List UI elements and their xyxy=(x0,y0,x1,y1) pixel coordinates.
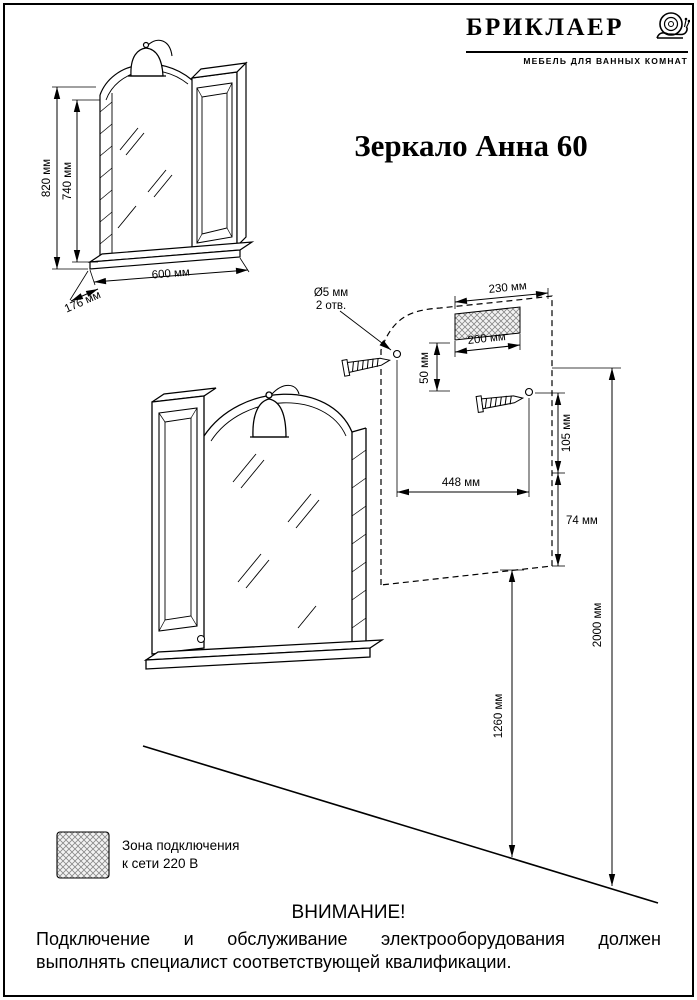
holes-leader-line xyxy=(339,310,392,351)
dim-label-740: 740 мм xyxy=(62,162,74,200)
dim-label-820: 820 мм xyxy=(41,159,53,197)
main-cabinet-drawing xyxy=(143,384,385,670)
dim-label-74: 74 мм xyxy=(566,515,598,527)
snail-icon xyxy=(650,7,691,54)
floor-line xyxy=(142,745,659,904)
dim-label-200: 200 мм xyxy=(467,331,506,347)
dim-label-600: 600 мм xyxy=(151,267,190,282)
brand-name: БРИКЛАЕР xyxy=(466,14,625,41)
install-dim-labels: 230 мм 200 мм 50 мм 105 мм 448 мм 74 мм … xyxy=(419,280,604,738)
overview-dim-labels: 820 мм 740 мм 600 мм 176 мм xyxy=(41,159,190,316)
dim-label-2000: 2000 мм xyxy=(592,603,604,648)
left-screw-icon xyxy=(341,357,392,377)
dim-label-1260: 1260 мм xyxy=(493,694,505,739)
door-knob xyxy=(197,635,205,643)
overview-drawing xyxy=(87,39,255,270)
warning-line-2: выполнять специалист соответствующей ква… xyxy=(36,952,512,972)
main-lamp-shade xyxy=(252,398,287,438)
main-mirror-shine xyxy=(232,453,320,629)
left-screw-hole xyxy=(392,349,402,359)
dim-label-448: 448 мм xyxy=(442,477,480,489)
holes-diameter-label: Ø5 мм xyxy=(314,287,348,299)
wall-mount-layout xyxy=(380,295,553,586)
overview-dimensions xyxy=(52,86,250,302)
logo-divider xyxy=(466,51,688,53)
right-screw-hole xyxy=(524,387,534,397)
warning-text: Подключение и обслуживание электрооборуд… xyxy=(36,928,661,974)
sheet-title: Зеркало Анна 60 xyxy=(354,128,588,163)
dim-label-176: 176 мм xyxy=(63,289,103,316)
connection-zone xyxy=(455,307,520,340)
legend-hatch-swatch xyxy=(57,832,109,878)
right-screw-icon xyxy=(475,395,525,413)
warning-line-1: Подключение и обслуживание электрооборуд… xyxy=(36,929,661,949)
holes-label: Ø5 мм 2 отв. xyxy=(314,287,348,312)
brand-logo: БРИКЛАЕР МЕБЕЛЬ ДЛЯ ВАННЫХ КОМНАТ xyxy=(466,6,691,68)
mirror-outline-dashed xyxy=(380,295,553,586)
dim-label-105: 105 мм xyxy=(561,414,573,452)
holes-count-label: 2 отв. xyxy=(316,300,346,312)
legend-line-2: к сети 220 В xyxy=(122,856,198,871)
legend: Зона подключения к сети 220 В xyxy=(56,831,239,879)
lamp-arm xyxy=(147,39,173,57)
main-lamp-arm xyxy=(271,384,300,395)
mirror-shine xyxy=(117,127,173,229)
install-dimensions xyxy=(396,288,621,886)
dim-label-230: 230 мм xyxy=(488,280,527,296)
brand-tagline: МЕБЕЛЬ ДЛЯ ВАННЫХ КОМНАТ xyxy=(523,56,688,66)
dim-label-50: 50 мм xyxy=(419,352,431,384)
right-stile-hatch xyxy=(351,449,367,629)
legend-line-1: Зона подключения xyxy=(122,838,239,853)
stile-hatch xyxy=(99,101,113,245)
warning-title: ВНИМАНИЕ! xyxy=(291,902,406,923)
lamp-shade xyxy=(130,47,164,77)
